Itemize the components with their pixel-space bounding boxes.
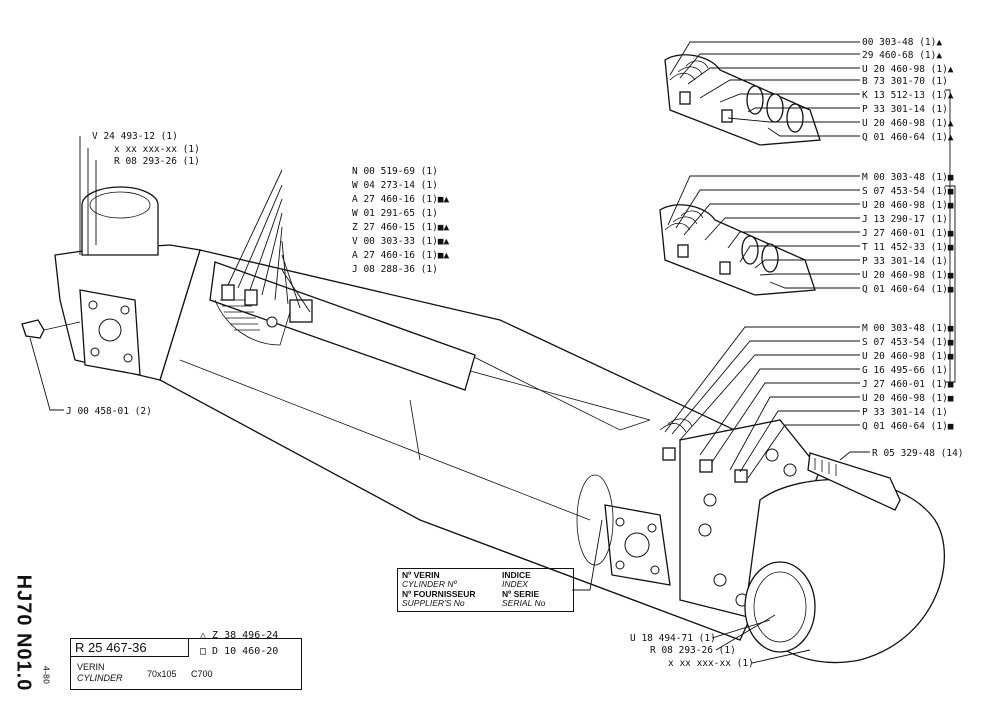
part-label-bolt: R 05 329-48 (14) <box>872 448 964 459</box>
part-label: x xx xxx-xx (1) <box>114 144 200 155</box>
title-block-verin: VERIN <box>77 662 105 672</box>
part-label: U 20 460-98 (1)■ <box>862 351 954 362</box>
part-label: J 27 460-01 (1)■ <box>862 228 954 239</box>
seal-detail-middle <box>659 204 816 296</box>
part-label: A 27 460-16 (1)■▲ <box>352 250 450 261</box>
identification-stamp: Nº VERIN CYLINDER Nº Nº FOURNISSEUR SUPP… <box>397 568 574 612</box>
part-label: W 04 273-14 (1) <box>352 180 438 191</box>
title-block-size: 70x105 <box>147 669 177 679</box>
part-label: R 08 293-26 (1) <box>650 645 736 656</box>
labels-rod-end: U 18 494-71 (1) R 08 293-26 (1) x xx xxx… <box>630 633 754 669</box>
part-label: P 33 301-14 (1) <box>862 407 948 418</box>
part-label: U 20 460-98 (1)■ <box>862 200 954 211</box>
seal-detail-top <box>664 54 821 146</box>
labels-right-bottom: M 00 303-48 (1)■ S 07 453-54 (1)■ U 20 4… <box>862 323 954 432</box>
labels-center: N 00 519-69 (1) W 04 273-14 (1) A 27 460… <box>352 166 450 275</box>
part-label: G 16 495-66 (1) <box>862 365 948 376</box>
part-label: U 20 460-98 (1)▲ <box>862 118 954 129</box>
part-label: A 27 460-16 (1)■▲ <box>352 194 450 205</box>
part-label: S 07 453-54 (1)■ <box>862 337 954 348</box>
rod-end-head <box>679 419 945 664</box>
title-block: R 25 467-36 VERIN CYLINDER 70x105 C700 <box>70 638 302 690</box>
stamp-supplier-no: SUPPLIER'S No <box>402 598 465 608</box>
part-label: J 08 288-36 (1) <box>352 264 438 275</box>
part-label: x xx xxx-xx (1) <box>668 658 754 669</box>
part-label: M 00 303-48 (1)■ <box>862 323 954 334</box>
drawing-date-code: 4-80 <box>41 665 51 685</box>
part-label: U 20 460-98 (1)■ <box>862 270 954 281</box>
cap-end <box>21 186 201 381</box>
part-label: P 33 301-14 (1) <box>862 104 948 115</box>
stamp-indice: INDICE <box>502 570 531 580</box>
side-port-flange <box>576 474 671 586</box>
part-label: M 00 303-48 (1)■ <box>862 172 954 183</box>
part-label: V 00 303-33 (1)■▲ <box>352 236 450 247</box>
labels-right-top: 00 303-48 (1)▲ 29 460-68 (1)▲ U 20 460-9… <box>862 37 954 143</box>
part-label: J 00 458-01 (2) <box>66 406 152 417</box>
leader-lines <box>29 41 956 664</box>
part-label: 00 303-48 (1)▲ <box>862 37 942 48</box>
title-block-model: C700 <box>191 669 213 679</box>
part-label: J 27 460-01 (1)■ <box>862 379 954 390</box>
part-label: P 33 301-14 (1) <box>862 256 948 267</box>
stamp-cylinder-no: CYLINDER Nº <box>402 579 457 589</box>
part-label: 29 460-68 (1)▲ <box>862 50 942 61</box>
part-label: U 20 460-98 (1)■ <box>862 393 954 404</box>
part-label: W 01 291-65 (1) <box>352 208 438 219</box>
drawing-code: HJ70 N01.0 <box>12 574 35 691</box>
revision-square-ref: □ D 10 460-20 <box>200 646 279 657</box>
title-block-cylinder: CYLINDER <box>77 673 123 683</box>
part-label: U 18 494-71 (1) <box>630 633 716 644</box>
part-label: Q 01 460-64 (1)■ <box>862 284 954 295</box>
part-label: Q 01 460-64 (1)▲ <box>862 132 954 143</box>
part-label: B 73 301-70 (1) <box>862 76 948 87</box>
revision-triangle-ref: △ Z 38 496-24 <box>200 630 279 641</box>
cutaway-section <box>209 261 476 391</box>
stamp-no-verin: Nº VERIN <box>402 570 440 580</box>
labels-right-mid: M 00 303-48 (1)■ S 07 453-54 (1)■ U 20 4… <box>862 172 954 295</box>
part-label: Z 27 460-15 (1)■▲ <box>352 222 450 233</box>
part-label: S 07 453-54 (1)■ <box>862 186 954 197</box>
part-label: J 13 290-17 (1) <box>862 214 948 225</box>
part-label: V 24 493-12 (1) <box>92 131 178 142</box>
part-label: N 00 519-69 (1) <box>352 166 438 177</box>
stamp-no-fournisseur: Nº FOURNISSEUR <box>402 589 476 599</box>
title-block-ref: R 25 467-36 <box>71 639 189 657</box>
labels-left: V 24 493-12 (1) x xx xxx-xx (1) R 08 293… <box>66 131 200 417</box>
part-label: Q 01 460-64 (1)■ <box>862 421 954 432</box>
part-label: T 11 452-33 (1)■ <box>862 242 954 253</box>
part-label: R 08 293-26 (1) <box>114 156 200 167</box>
stamp-no-serie: Nº SERIE <box>502 589 540 599</box>
part-label: U 20 460-98 (1)▲ <box>862 64 954 75</box>
seal-detail-bottom <box>659 418 748 483</box>
stamp-index: INDEX <box>502 579 528 589</box>
part-label: K 13 512-13 (1)▲ <box>862 90 954 101</box>
stamp-serial-no: SERIAL No <box>502 598 546 608</box>
